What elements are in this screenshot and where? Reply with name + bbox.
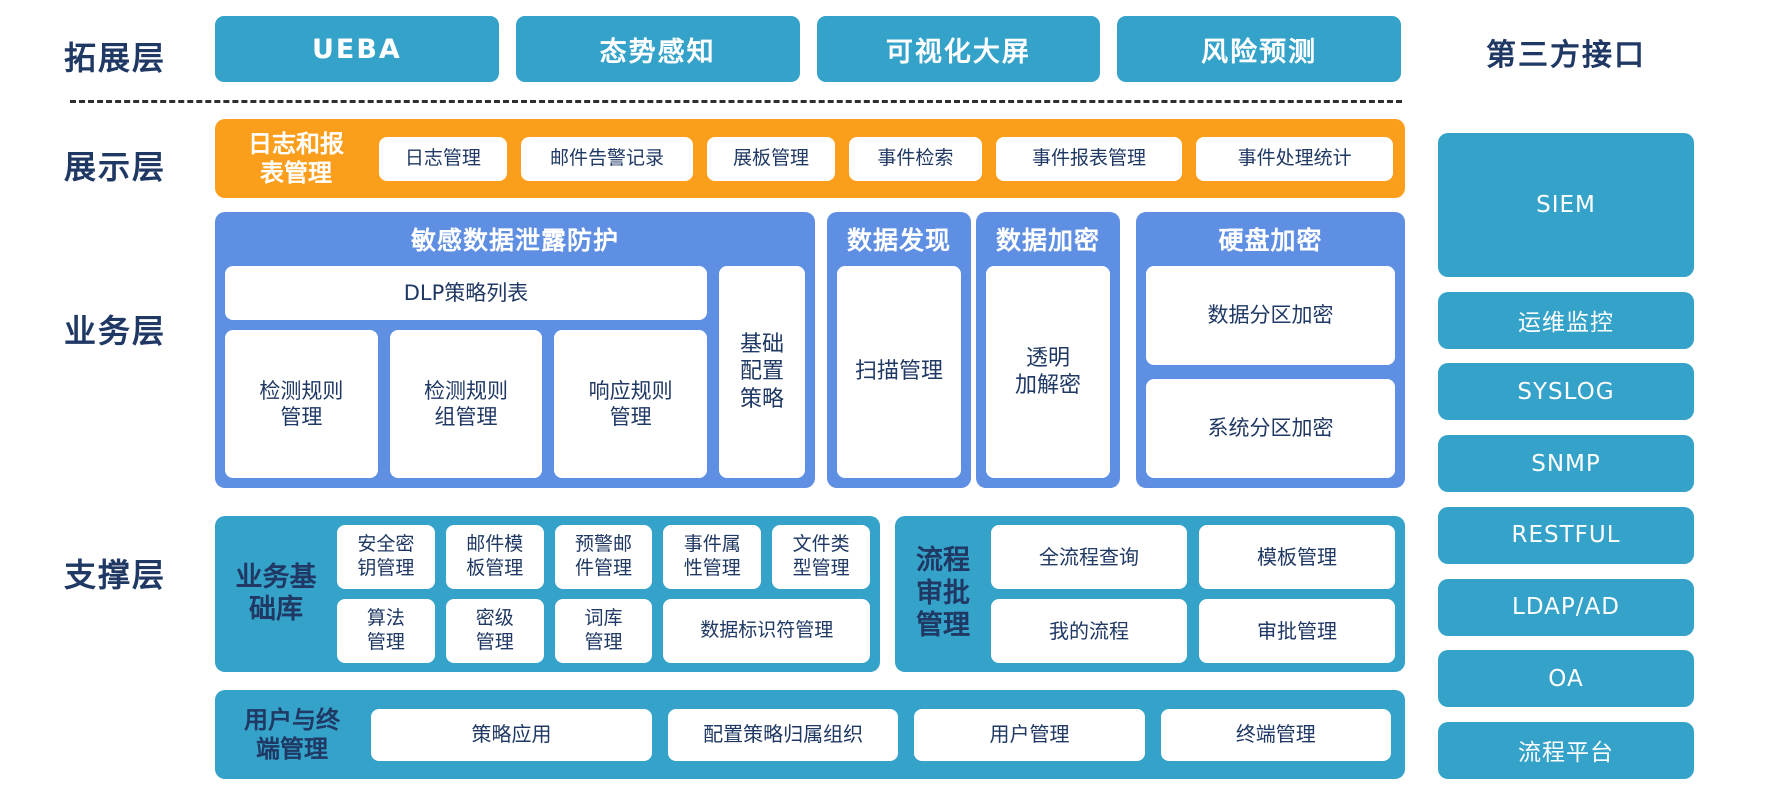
third-party-item-siem: SIEM	[1438, 133, 1694, 277]
business-group-encryption-body: 透明 加解密	[986, 266, 1110, 478]
support-item-security-key-mgmt: 安全密 钥管理	[337, 525, 435, 589]
user-item-terminal-mgmt: 终端管理	[1160, 708, 1391, 761]
business-item-detect-rule-mgmt: 检测规则 管理	[225, 330, 378, 478]
business-item-detect-rule-group-mgmt: 检测规则 组管理	[389, 330, 543, 478]
business-group-discovery-body: 扫描管理	[837, 266, 961, 478]
support-item-approval-mgmt: 审批管理	[1199, 599, 1395, 663]
support-group-base-lib: 业务基 础库 安全密 钥管理 邮件模 板管理 预警邮 件管理 事件属 性管理 文…	[215, 516, 880, 672]
display-item-log-mgmt: 日志管理	[379, 136, 507, 181]
support-item-lexicon-mgmt: 词库 管理	[554, 599, 653, 663]
support-layer-row: 业务基 础库 安全密 钥管理 邮件模 板管理 预警邮 件管理 事件属 性管理 文…	[215, 516, 1405, 672]
support-group-workflow: 流程 审批 管理 全流程查询 模板管理 我的流程 审批管理	[895, 516, 1405, 672]
business-item-dlp-policy-list: DLP策略列表	[225, 266, 707, 320]
expansion-button-bigscreen: 可视化大屏	[816, 16, 1101, 82]
third-party-item-restful: RESTFUL	[1438, 506, 1694, 564]
business-group-dlp-title: 敏感数据泄露防护	[410, 226, 619, 255]
third-party-item-oa: OA	[1438, 650, 1694, 708]
layer-label-support: 支撑层	[64, 556, 167, 594]
third-party-item-ops-monitor: 运维监控	[1438, 291, 1694, 349]
display-item-event-stats: 事件处理统计	[1196, 136, 1393, 181]
support-item-mail-template-mgmt: 邮件模 板管理	[445, 525, 544, 589]
support-item-file-type-mgmt: 文件类 型管理	[772, 525, 870, 589]
support-group-workflow-title: 流程 审批 管理	[916, 545, 970, 642]
business-item-scan-mgmt: 扫描管理	[837, 266, 961, 478]
business-group-dlp-left: DLP策略列表 检测规则 管理 检测规则 组管理 响应规则 管理	[225, 266, 708, 478]
business-group-discovery-title: 数据发现	[846, 226, 951, 255]
third-party-title: 第三方接口	[1486, 38, 1646, 73]
display-layer-group-title: 日志和报 表管理	[248, 129, 344, 187]
support-workflow-grid: 全流程查询 模板管理 我的流程 审批管理	[991, 525, 1395, 663]
support-item-my-workflow: 我的流程	[991, 599, 1187, 663]
layer-label-expansion: 拓展层	[64, 39, 167, 77]
third-party-item-syslog: SYSLOG	[1438, 363, 1694, 421]
support-base-lib-grid: 安全密 钥管理 邮件模 板管理 预警邮 件管理 事件属 性管理 文件类 型管理 …	[337, 525, 870, 663]
business-item-system-partition-encrypt: 系统分区加密	[1146, 379, 1395, 478]
user-terminal-group-title: 用户与终 端管理	[244, 705, 340, 763]
user-terminal-group: 用户与终 端管理 策略应用 配置策略归属组织 用户管理 终端管理	[215, 690, 1405, 779]
display-item-board-mgmt: 展板管理	[707, 136, 835, 181]
support-item-all-workflow-query: 全流程查询	[991, 525, 1187, 589]
display-item-event-report: 事件报表管理	[995, 136, 1183, 181]
support-item-template-mgmt: 模板管理	[1199, 525, 1395, 589]
business-group-disk-title: 硬盘加密	[1218, 226, 1323, 255]
expansion-button-situation: 态势感知	[515, 16, 800, 82]
third-party-item-flow-platform: 流程平台	[1438, 721, 1694, 779]
expansion-button-ueba: UEBA	[215, 16, 499, 82]
business-group-discovery: 数据发现 扫描管理	[827, 212, 971, 488]
business-dlp-rule-row: 检测规则 管理 检测规则 组管理 响应规则 管理	[225, 330, 708, 478]
user-item-user-mgmt: 用户管理	[914, 708, 1145, 761]
business-group-encryption-title: 数据加密	[995, 226, 1100, 255]
display-item-event-search: 事件检索	[848, 136, 982, 181]
layer-label-business: 业务层	[64, 312, 167, 350]
display-layer-group: 日志和报 表管理 日志管理 邮件告警记录 展板管理 事件检索 事件报表管理 事件…	[215, 119, 1405, 198]
expansion-layer-row: UEBA 态势感知 可视化大屏 风险预测	[215, 16, 1401, 82]
layer-label-display: 展示层	[64, 148, 167, 186]
support-item-algorithm-mgmt: 算法 管理	[337, 599, 435, 663]
support-item-classification-mgmt: 密级 管理	[445, 599, 544, 663]
support-item-data-identifier-mgmt: 数据标识符管理	[663, 599, 870, 663]
business-group-encryption: 数据加密 透明 加解密	[976, 212, 1120, 488]
business-group-disk-body: 数据分区加密 系统分区加密	[1146, 266, 1395, 478]
business-item-base-config-policy: 基础 配置 策略	[719, 266, 805, 478]
third-party-column: SIEM 运维监控 SYSLOG SNMP RESTFUL LDAP/AD OA…	[1438, 133, 1694, 779]
support-group-base-lib-title: 业务基 础库	[235, 561, 317, 625]
expansion-button-risk: 风险预测	[1117, 16, 1401, 82]
dashed-divider	[70, 100, 1402, 103]
user-item-policy-apply: 策略应用	[371, 708, 652, 761]
business-item-data-partition-encrypt: 数据分区加密	[1146, 266, 1395, 365]
business-group-dlp: 敏感数据泄露防护 DLP策略列表 检测规则 管理 检测规则 组管理 响应规则 管…	[215, 212, 815, 488]
business-group-dlp-body: DLP策略列表 检测规则 管理 检测规则 组管理 响应规则 管理 基础 配置 策…	[225, 266, 805, 478]
business-layer-row: 敏感数据泄露防护 DLP策略列表 检测规则 管理 检测规则 组管理 响应规则 管…	[215, 212, 1405, 488]
user-item-policy-org-config: 配置策略归属组织	[668, 708, 899, 761]
support-item-alert-mail-mgmt: 预警邮 件管理	[554, 525, 653, 589]
third-party-item-snmp: SNMP	[1438, 435, 1694, 493]
support-item-event-attr-mgmt: 事件属 性管理	[663, 525, 762, 589]
business-item-response-rule-mgmt: 响应规则 管理	[554, 330, 708, 478]
display-item-mail-alert-log: 邮件告警记录	[520, 136, 694, 181]
business-group-disk: 硬盘加密 数据分区加密 系统分区加密	[1136, 212, 1405, 488]
business-item-transparent-crypto: 透明 加解密	[986, 266, 1110, 478]
third-party-item-ldap-ad: LDAP/AD	[1438, 578, 1694, 636]
